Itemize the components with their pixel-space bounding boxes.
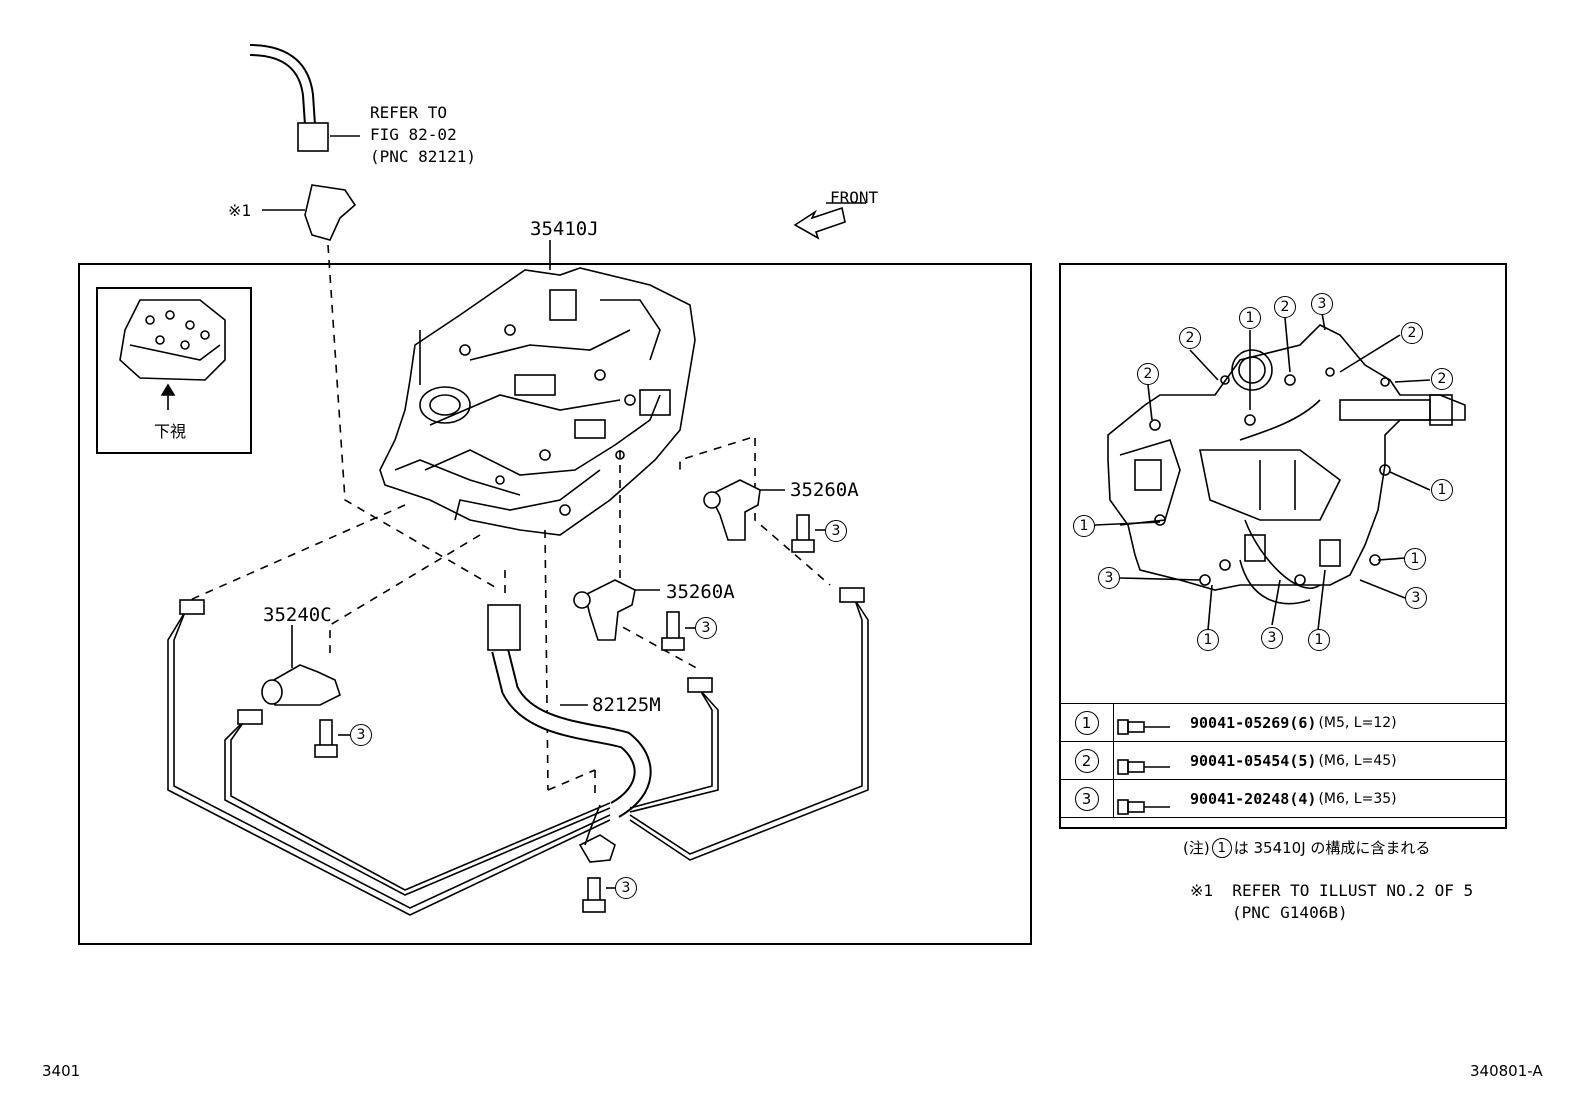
star1-label: ※1 [228,201,252,220]
wire-mid [629,689,719,813]
inset-view-label: 下視 [154,422,187,441]
callout-3-left: 3 [350,724,372,746]
wire-left-outer [167,611,611,916]
bolt-spec: (M5, L=12) [1318,714,1397,731]
detail-callout-2: 2 [1137,363,1159,385]
bolt-row-number: 2 [1074,748,1099,773]
front-label: FRONT [830,188,879,207]
bolt-spec: (M6, L=35) [1318,790,1397,807]
note-star-line1: ※1 REFER TO ILLUST NO.2 OF 5 [1190,881,1474,900]
detail-callout-1: 1 [1197,629,1219,651]
footer-right-code: 340801-A [1470,1062,1543,1080]
note-jp-text: は 35410J の構成に含まれる [1233,838,1431,857]
bolt-table: 1 90041-05269(6) (M5, L=12) 2 90041-0545… [1059,703,1507,818]
detail-view-frame [1059,263,1507,829]
wire-right [629,599,869,861]
connector-82121 [297,122,329,152]
detail-callout-1: 1 [1239,307,1261,329]
bolt-row: 3 90041-20248(4) (M6, L=35) [1059,779,1507,818]
connector-mid [687,677,713,693]
valve-body-bottom-view [1094,312,1466,631]
inset-view-frame [96,287,252,454]
note-jp-num: 1 [1211,838,1232,858]
bolt-row: 2 90041-05454(5) (M6, L=45) [1059,741,1507,780]
bolt-bottom [578,834,616,913]
note-jp: (注) 1 は 35410J の構成に含まれる [1183,838,1430,858]
footer-left-code: 3401 [42,1062,81,1080]
detail-callout-2: 2 [1431,368,1453,390]
callout-3-bottom: 3 [615,877,637,899]
note-jp-prefix: (注) [1183,838,1210,857]
connector-right [839,587,865,603]
detail-callout-2: 2 [1179,327,1201,349]
connector-star1 [304,184,357,241]
bolt-spec: (M6, L=45) [1318,752,1397,769]
detail-callout-1: 1 [1308,629,1330,651]
detail-callout-1: 1 [1404,548,1426,570]
callout-3-top: 3 [825,520,847,542]
refer-note-line3: (PNC 82121) [370,147,476,166]
part-label-35410J: 35410J [530,218,599,240]
detail-callout-1: 1 [1073,515,1095,537]
detail-callout-3: 3 [1405,587,1427,609]
refer-note-line1: REFER TO [370,103,448,122]
part-label-35260A-mid: 35260A [666,581,735,603]
part-label-35240C: 35240C [263,604,332,626]
inset-view-art [119,299,226,410]
bolt-part-number: 90041-20248(4) [1190,789,1317,808]
detail-callout-3: 3 [1098,567,1120,589]
solenoid-35260A-mid [573,579,695,651]
part-label-35260A-top: 35260A [790,479,859,501]
solenoid-35260A-top [703,479,825,553]
wire-left-inner [224,719,611,896]
detail-callout-1: 1 [1431,479,1453,501]
callout-3-mid: 3 [695,617,717,639]
bolt-part-number: 90041-05269(6) [1190,713,1317,732]
front-arrow-icon [793,206,846,240]
part-label-82125M: 82125M [592,694,661,716]
bolt-row-number: 3 [1074,786,1099,811]
detail-callout-2: 2 [1401,322,1423,344]
connector-left-outer [179,599,205,615]
valve-body-35410J [379,267,696,536]
connector-left-inner [237,709,263,725]
bolt-part-number: 90041-05454(5) [1190,751,1317,770]
main-diagram-frame [78,263,1032,945]
detail-callout-3: 3 [1311,293,1333,315]
solenoid-35240C [261,625,350,758]
harness-wire-top [249,44,316,126]
bolt-row-number: 1 [1074,710,1099,735]
refer-note-line2: FIG 82-02 [370,125,457,144]
note-star-line2: (PNC G1406B) [1232,903,1348,922]
detail-callout-3: 3 [1261,627,1283,649]
bolt-row: 1 90041-05269(6) (M5, L=12) [1059,703,1507,742]
detail-callout-2: 2 [1274,296,1296,318]
